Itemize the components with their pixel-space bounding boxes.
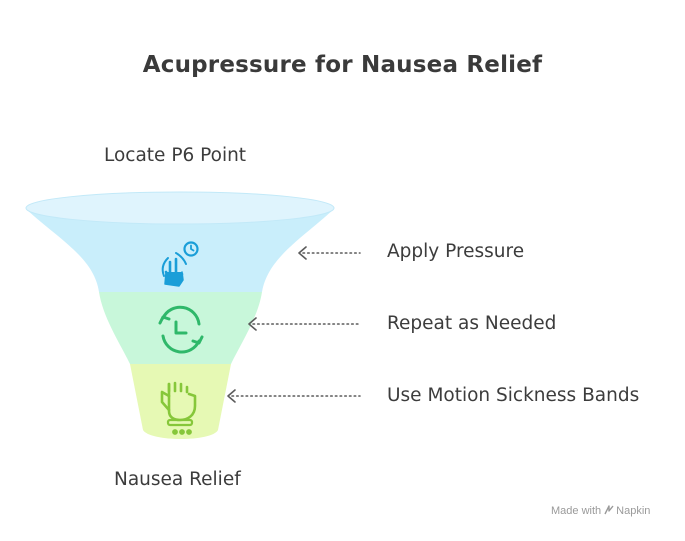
watermark[interactable]: Made with Napkin	[551, 505, 650, 517]
stage-label-apply-pressure: Apply Pressure	[387, 241, 525, 262]
hand-tap-timer-icon	[161, 241, 199, 287]
funnel-bottom-label: Nausea Relief	[114, 469, 241, 490]
connector-1	[298, 246, 361, 260]
diagram-title: Acupressure for Nausea Relief	[142, 52, 543, 78]
clock-cycle-icon	[158, 305, 204, 354]
funnel-rim	[25, 191, 335, 225]
funnel-stage-3	[130, 364, 231, 439]
funnel-stage-1	[26, 209, 334, 292]
watermark-prefix: Made with	[551, 505, 602, 517]
stage-label-repeat-as-needed: Repeat as Needed	[387, 313, 557, 334]
stage-label-motion-sickness-bands: Use Motion Sickness Bands	[387, 385, 640, 406]
connector-2	[248, 317, 361, 331]
funnel-stage-2	[99, 292, 262, 364]
watermark-brand: Napkin	[616, 505, 651, 517]
wristband-hand-icon	[160, 381, 197, 435]
connector-3	[227, 389, 361, 403]
funnel-top-label: Locate P6 Point	[104, 145, 247, 166]
napkin-logo-icon	[604, 505, 614, 515]
